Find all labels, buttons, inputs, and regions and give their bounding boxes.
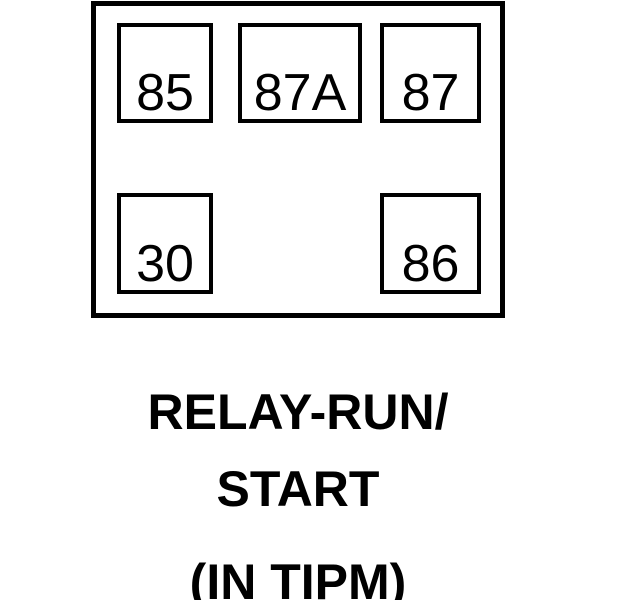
relay-caption-line-2: START bbox=[216, 461, 380, 517]
pin-box-86: 86 bbox=[380, 193, 481, 294]
relay-caption-line-3: (IN TIPM) bbox=[189, 554, 407, 600]
pin-label-87: 87 bbox=[401, 64, 460, 122]
pin-box-87a: 87A bbox=[238, 23, 362, 123]
pin-box-85: 85 bbox=[117, 23, 213, 123]
pin-label-30: 30 bbox=[136, 235, 194, 293]
pin-box-30: 30 bbox=[117, 193, 213, 294]
pin-label-86: 86 bbox=[401, 235, 460, 293]
pin-label-85: 85 bbox=[136, 64, 194, 122]
pin-label-87a: 87A bbox=[253, 64, 347, 122]
relay-caption-line-1: RELAY-RUN/ bbox=[147, 384, 449, 440]
relay-body-outline: 85 87A 87 30 86 bbox=[91, 1, 505, 318]
pin-box-87: 87 bbox=[380, 23, 481, 123]
